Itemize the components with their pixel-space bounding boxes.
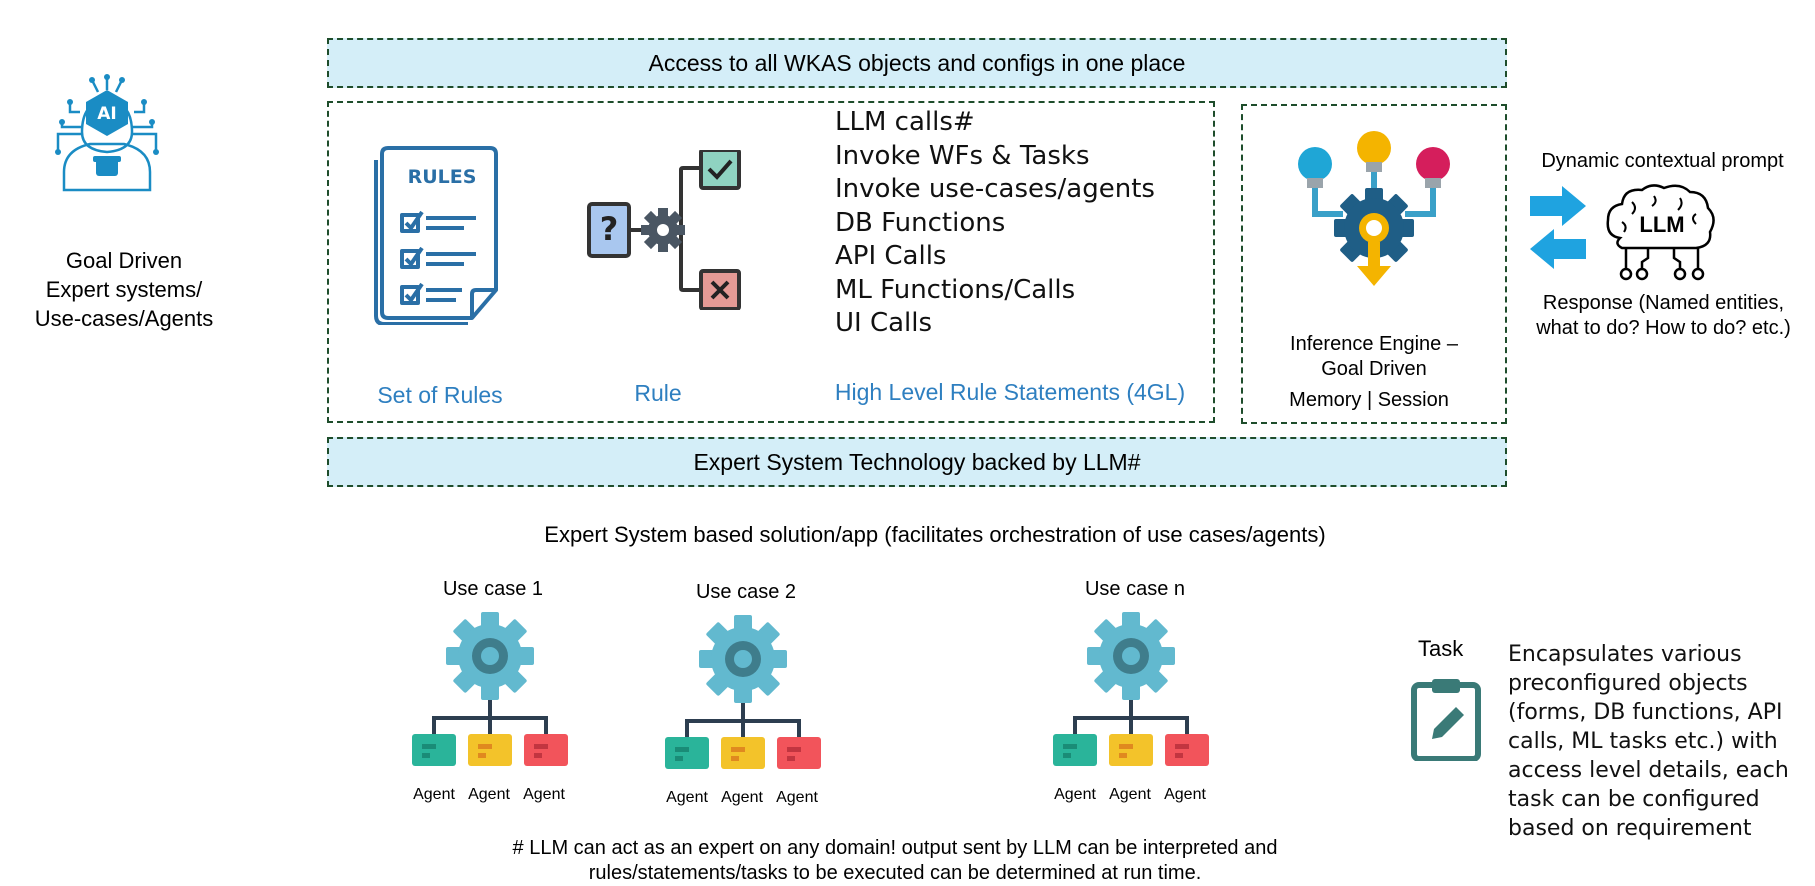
svg-text:AI: AI <box>97 104 116 124</box>
footnote: # LLM can act as an expert on any domain… <box>320 836 1470 886</box>
statement-item: Invoke use-cases/agents <box>835 174 1155 204</box>
inference-title: Inference Engine – Goal Driven <box>1241 332 1507 382</box>
task-description-line: preconfigured objects <box>1508 671 1748 696</box>
left-caption: Goal Driven Expert systems/ Use-cases/Ag… <box>0 246 248 333</box>
lightbulb-gear-icon <box>1283 126 1463 296</box>
response-label: Response (Named entities, what to do? Ho… <box>1512 291 1815 341</box>
set-of-rules-label: Set of Rules <box>377 382 503 408</box>
use-case-gear-icon <box>665 609 825 769</box>
agent-label: Agent <box>1109 786 1151 803</box>
caption-line: Goal Driven <box>65 248 183 273</box>
agent-label: Agent <box>1164 786 1206 803</box>
statement-item: API Calls <box>835 241 947 271</box>
bottom-banner-text: Expert System Technology backed by LLM# <box>693 448 1141 475</box>
high-level-statements-label: High Level Rule Statements (4GL) <box>834 379 1186 405</box>
task-description: Encapsulates various preconfigured objec… <box>1508 640 1789 843</box>
task-description-line: based on requirement <box>1508 816 1752 841</box>
use-case-gear-icon <box>412 606 572 766</box>
rule-statements-list: LLM calls# Invoke WFs & Tasks Invoke use… <box>835 106 1155 341</box>
ai-robot-icon: AI <box>52 72 162 197</box>
footnote-line: rules/statements/tasks to be executed ca… <box>588 862 1202 884</box>
footnote-line: # LLM can act as an expert on any domain… <box>512 837 1278 859</box>
response-line: what to do? How to do? etc.) <box>1536 317 1791 339</box>
task-label: Task <box>1418 636 1464 661</box>
statement-item: UI Calls <box>835 308 933 338</box>
arrow-right-icon <box>1530 186 1590 226</box>
agent-label: Agent <box>523 786 565 803</box>
top-banner-text: Access to all WKAS objects and configs i… <box>648 49 1186 76</box>
dynamic-prompt-label: Dynamic contextual prompt <box>1541 150 1784 172</box>
statement-item: Invoke WFs & Tasks <box>835 140 1090 171</box>
agent-label: Agent <box>413 786 455 803</box>
clipboard-edit-icon <box>1410 677 1482 762</box>
agent-label: Agent <box>1054 786 1096 803</box>
top-banner: Access to all WKAS objects and configs i… <box>327 38 1507 88</box>
inference-title-line: Inference Engine – <box>1290 333 1458 355</box>
task-description-line: calls, ML tasks etc.) with <box>1508 729 1778 754</box>
statement-item: DB Functions <box>835 207 1006 238</box>
use-case-gear-icon <box>1053 606 1213 766</box>
llm-brain-icon <box>1602 182 1720 284</box>
agent-label: Agent <box>776 789 818 806</box>
statement-item: LLM calls# <box>835 107 975 137</box>
arrow-left-icon <box>1526 229 1586 269</box>
rules-document-icon <box>372 140 512 326</box>
use-case-label: Use case 2 <box>695 581 797 603</box>
task-description-line: Encapsulates various <box>1508 642 1742 667</box>
svg-text:?: ? <box>600 210 619 248</box>
use-case-label: Use case 1 <box>442 578 544 600</box>
rules-panel <box>327 101 1215 423</box>
solution-title: Expert System based solution/app (facili… <box>544 522 1326 547</box>
inference-title-line: Goal Driven <box>1321 358 1427 380</box>
memory-session-label: Memory | Session <box>1289 389 1449 411</box>
rule-flow-icon: ? <box>583 148 743 311</box>
agent-label: Agent <box>468 786 510 803</box>
task-description-line: task can be configured <box>1508 787 1760 812</box>
llm-brain-label: LLM <box>1639 212 1685 237</box>
task-description-line: (forms, DB functions, API <box>1508 700 1783 725</box>
task-description-line: access level details, each <box>1508 758 1789 783</box>
caption-line: Use-cases/Agents <box>34 306 214 331</box>
agent-label: Agent <box>721 789 763 806</box>
rule-label: Rule <box>634 380 682 406</box>
agent-label: Agent <box>666 789 708 806</box>
bottom-banner: Expert System Technology backed by LLM# <box>327 437 1507 487</box>
inference-panel <box>1241 104 1507 424</box>
rules-doc-title: RULES <box>407 166 477 188</box>
statement-item: ML Functions/Calls <box>835 274 1076 305</box>
caption-line: Expert systems/ <box>45 277 203 302</box>
use-case-label: Use case n <box>1084 578 1186 600</box>
response-line: Response (Named entities, <box>1542 292 1785 314</box>
